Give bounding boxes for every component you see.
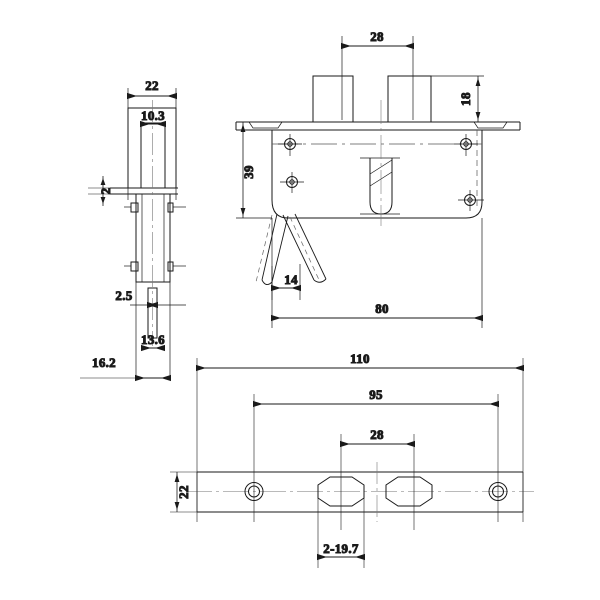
dim-28-plan: 28 — [370, 427, 384, 442]
front-view-dimensions: 28 18 39 14 80 — [241, 29, 484, 328]
dim-22-plan: 22 — [176, 485, 191, 499]
side-view-dimensions: 22 10.3 2 2.5 13.6 16.2 — [80, 78, 186, 382]
dim-80: 80 — [375, 301, 389, 316]
dim-14: 14 — [284, 272, 298, 287]
faceplate-view-geometry — [186, 358, 534, 568]
dim-2-5: 2.5 — [115, 288, 132, 303]
center-slot — [360, 100, 400, 226]
dim-95: 95 — [369, 387, 383, 402]
dim-10-3: 10.3 — [141, 108, 165, 123]
dim-39: 39 — [241, 165, 256, 179]
dim-16-2: 16.2 — [92, 355, 116, 370]
dim-28-front: 28 — [370, 29, 384, 44]
dim-110: 110 — [350, 351, 370, 366]
dim-2-side: 2 — [98, 188, 113, 195]
dim-22-side: 22 — [145, 78, 159, 93]
latch-bars — [236, 213, 327, 285]
faceplate-view-dimensions: 110 95 28 22 2-19.7 — [170, 351, 524, 561]
dim-18: 18 — [458, 92, 473, 106]
screw-holes — [278, 134, 484, 211]
dim-13-6: 13.6 — [141, 332, 165, 347]
plan-latch-slots — [317, 476, 433, 507]
dim-2-19-7: 2-19.7 — [323, 541, 359, 556]
front-view-geometry — [235, 75, 521, 285]
